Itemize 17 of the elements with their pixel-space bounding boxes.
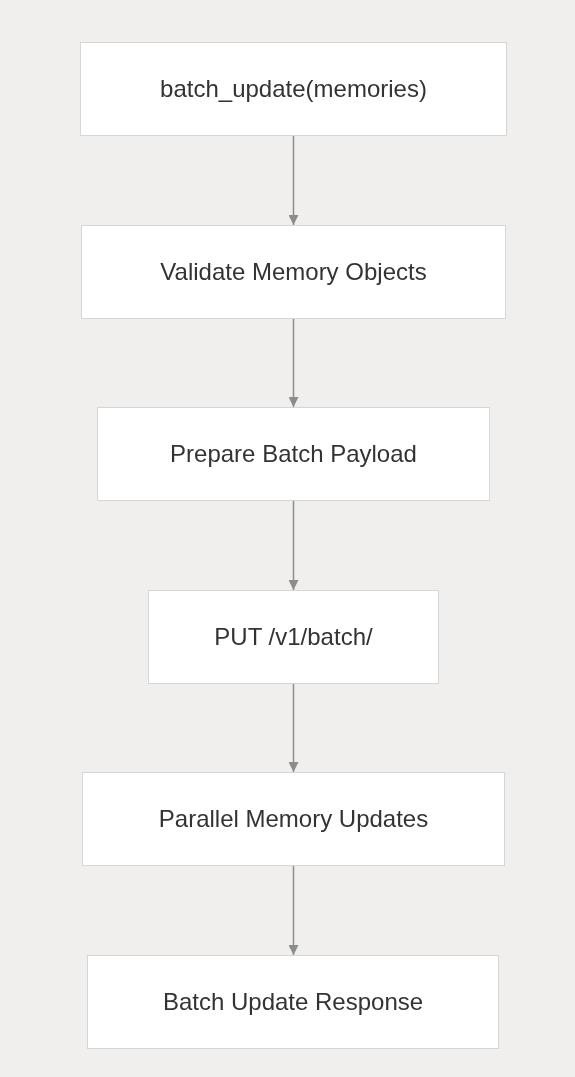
box-label: Validate Memory Objects <box>160 258 427 286</box>
arrow <box>288 318 299 408</box>
process-box <box>97 407 490 501</box>
box-label: Prepare Batch Payload <box>170 440 417 468</box>
box-label: Batch Update Response <box>162 988 424 1016</box>
arrow <box>288 683 299 773</box>
box-label: PUT /v1/batch/ <box>214 623 373 651</box>
process-box <box>81 225 506 319</box>
box-label: Parallel Memory Updates <box>158 805 429 833</box>
arrow <box>288 865 299 956</box>
arrow <box>288 135 299 226</box>
process-box <box>80 42 507 136</box>
arrow <box>288 500 299 591</box>
box-label: batch_update(memories) <box>160 75 427 103</box>
process-box <box>82 772 505 866</box>
process-box <box>87 955 499 1049</box>
process-box <box>148 590 439 684</box>
